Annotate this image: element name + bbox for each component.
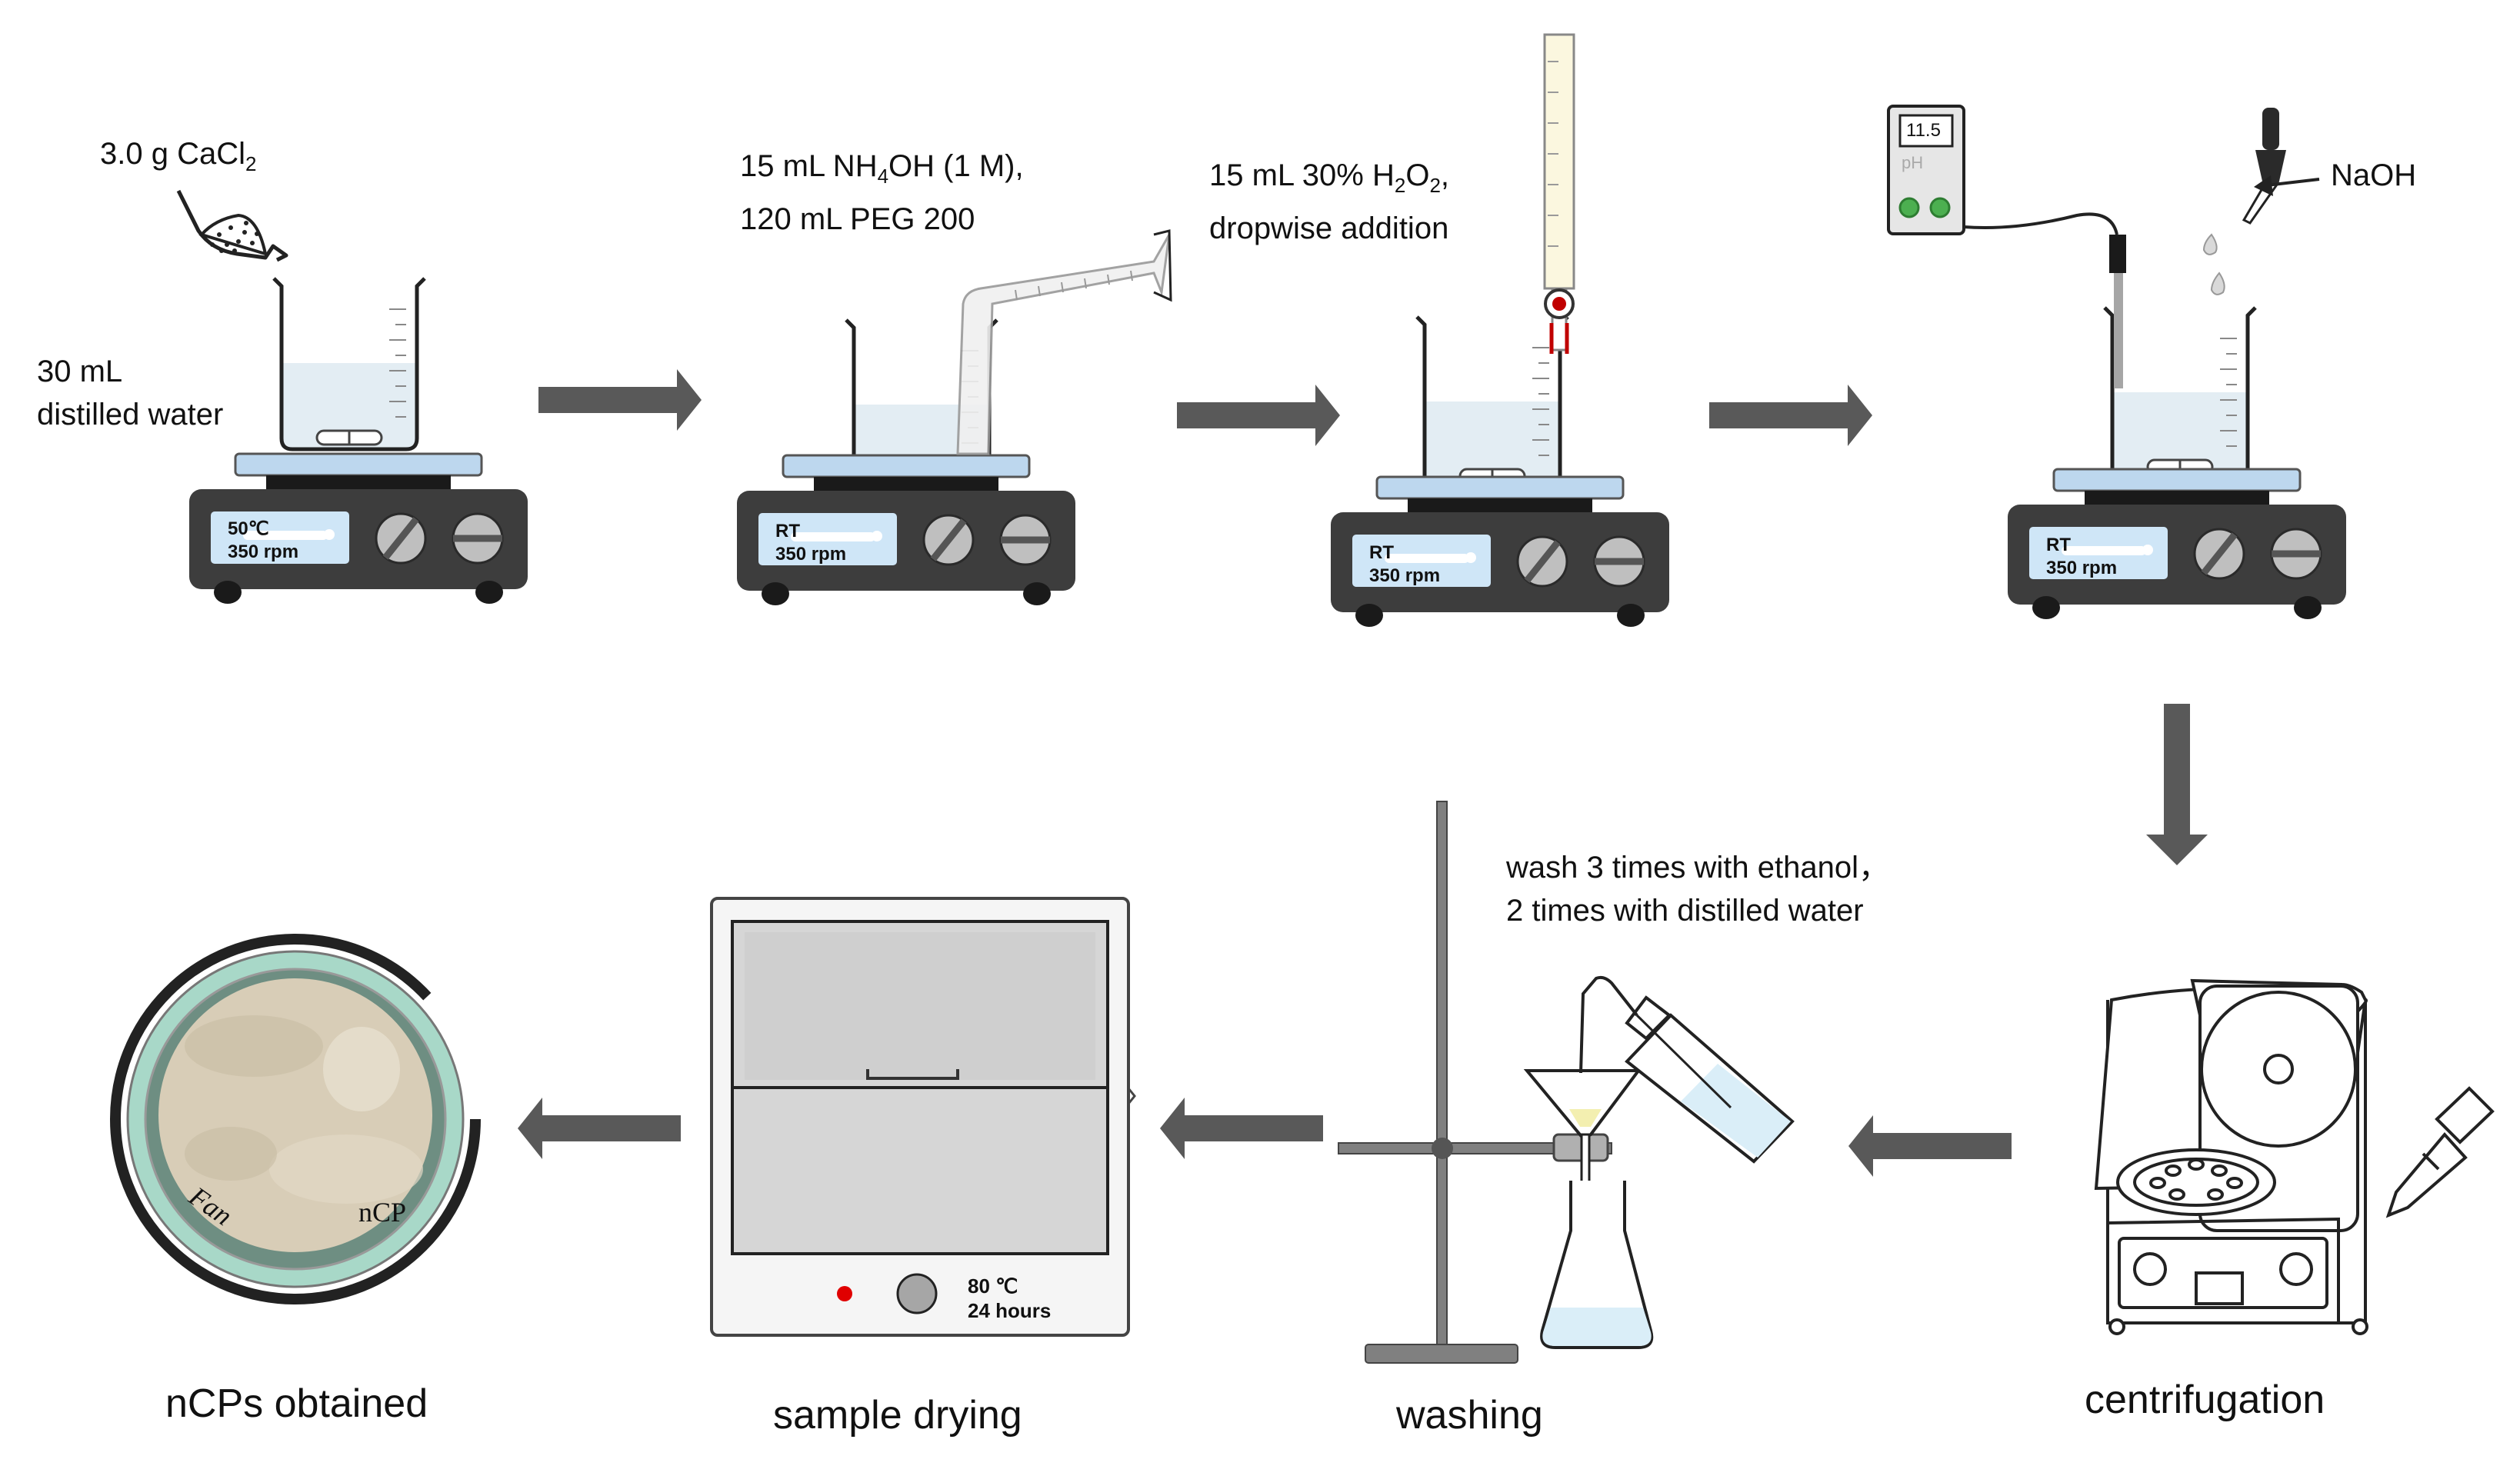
petri-dish-icon — [110, 934, 482, 1304]
oven-time: 24 hours — [968, 1299, 1052, 1322]
step1-reagent-subscript: 2 — [245, 152, 257, 175]
step3-line1-suffix: , — [1440, 158, 1450, 192]
scoop-icon — [176, 189, 288, 262]
step1-display: 50℃ 350 rpm — [228, 518, 298, 564]
retort-stand-icon — [1338, 801, 1612, 1364]
dish-label-2: nCP — [358, 1197, 407, 1228]
dropper-icon — [2202, 108, 2320, 295]
centrifuge-icon — [2094, 978, 2368, 1335]
step2-line1-prefix: 15 mL NH — [740, 149, 878, 183]
step3-display-temp: RT — [1369, 542, 1394, 563]
drying-oven-icon — [710, 897, 1136, 1337]
step1-water-label: 30 mL distilled water — [37, 350, 223, 436]
step3-line1-subscript1: 2 — [1394, 174, 1406, 197]
arrow-step3-to-step4 — [1709, 385, 1872, 446]
step3-line1-prefix: 15 mL 30% H — [1209, 158, 1395, 192]
funnel-icon — [1523, 1069, 1642, 1194]
washing-note-line2: 2 times with distilled water — [1506, 894, 1864, 928]
step1-apparatus — [176, 189, 528, 604]
step3-display: RT 350 rpm — [1369, 541, 1440, 588]
ph-label: pH — [1902, 153, 1924, 172]
centrifugation-caption: centrifugation — [2085, 1378, 2325, 1422]
step2-line2: 120 mL PEG 200 — [740, 202, 975, 236]
arrow-step2-to-step3 — [1177, 385, 1340, 446]
step1-display-speed: 350 rpm — [228, 541, 299, 562]
step2-line1-subscript: 4 — [877, 165, 889, 188]
step1-water-line2: distilled water — [37, 398, 224, 431]
step1-water-line1: 30 mL — [37, 355, 123, 388]
oven-temp: 80 ℃ — [968, 1274, 1018, 1298]
step2-apparatus — [737, 229, 1172, 605]
step2-display-temp: RT — [775, 521, 800, 541]
ph-value: 11.5 — [1906, 120, 1941, 141]
ph-meter-icon — [1887, 105, 2126, 388]
washing-note-line1: wash 3 times with ethanol， — [1506, 851, 1890, 885]
flask-icon — [1540, 1181, 1654, 1349]
step2-line1: 15 mL NH4OH (1 M), — [740, 145, 1024, 198]
step4-apparatus — [1887, 105, 2346, 619]
naoh-label: NaOH — [2331, 158, 2417, 192]
washing-note: wash 3 times with ethanol， 2 times with … — [1506, 846, 1889, 932]
step3-line1-subscript2: 2 — [1429, 174, 1441, 197]
washing-caption: washing — [1396, 1393, 1543, 1438]
step3-apparatus — [1331, 33, 1669, 627]
step1-reagent-text: 3.0 g CaCl — [100, 137, 245, 171]
step3-reagent-label: 15 mL 30% H2O2, dropwise addition — [1209, 154, 1449, 250]
centrifuge-tube-icon — [2385, 1086, 2495, 1218]
step2-line1-suffix: OH (1 M), — [888, 149, 1024, 183]
step4-display: RT 350 rpm — [2046, 534, 2117, 580]
arrow-step4-to-centrifugation — [2146, 704, 2208, 865]
step2-reagent-label: 15 mL NH4OH (1 M), 120 mL PEG 200 — [740, 145, 1024, 241]
drying-caption: sample drying — [773, 1393, 1022, 1438]
arrow-centrifugation-to-washing — [1848, 1115, 2012, 1177]
arrow-step1-to-step2 — [538, 369, 702, 431]
step4-display-temp: RT — [2046, 535, 2071, 555]
step4-display-speed: 350 rpm — [2046, 558, 2118, 578]
step3-line2: dropwise addition — [1209, 212, 1449, 245]
wash-bottle-icon — [1579, 975, 1795, 1164]
product-caption: nCPs obtained — [165, 1381, 428, 1426]
oven-settings: 80 ℃ 24 hours — [968, 1274, 1051, 1323]
step3-line1-mid: O — [1405, 158, 1430, 192]
graduated-cylinder-icon — [956, 229, 1172, 455]
step1-display-temp: 50℃ — [228, 518, 269, 539]
step3-display-speed: 350 rpm — [1369, 565, 1441, 586]
arrow-drying-to-product — [518, 1098, 681, 1159]
step3-line1: 15 mL 30% H2O2, — [1209, 154, 1449, 207]
step2-display-speed: 350 rpm — [775, 544, 847, 565]
step2-display: RT 350 rpm — [775, 520, 846, 566]
step1-reagent-label: 3.0 g CaCl2 — [100, 132, 256, 185]
burette-icon — [1543, 33, 1575, 354]
arrow-washing-to-drying — [1160, 1098, 1323, 1159]
